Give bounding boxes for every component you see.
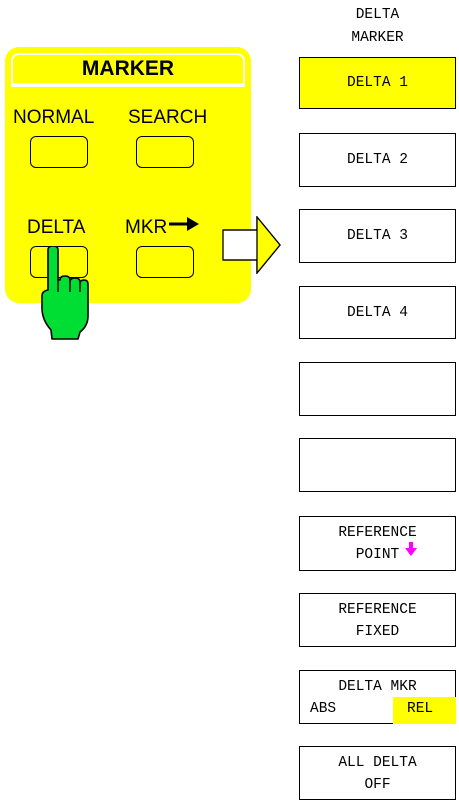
pressing-hand-icon [41,246,89,340]
mkr-arrow-key-label: MKR [125,216,200,239]
marker-panel-title-bar [11,53,245,85]
softkey-all-delta-off[interactable]: ALL DELTA OFF [299,746,456,800]
softkey-delta-4[interactable]: DELTA 4 [299,286,456,339]
mkr-arrow-key-label-text: MKR [125,217,168,238]
softkey-delta-mkr-line1: DELTA MKR [338,679,417,695]
softkey-delta-2-label: DELTA 2 [347,152,408,168]
softkey-menu-header: DELTA MARKER [299,4,456,50]
right-arrow-icon [169,216,200,231]
rel-highlight [393,697,456,724]
marker-panel-divider [11,85,245,87]
softkey-delta-mkr-rel: REL [407,701,434,717]
down-arrow-icon [405,542,418,557]
softkey-reference-fixed-line1: REFERENCE [338,602,417,618]
mkr-arrow-key[interactable] [136,246,194,278]
softkey-delta-3[interactable]: DELTA 3 [299,209,456,263]
softkey-delta-4-label: DELTA 4 [347,304,408,321]
softkey-menu-header-line1: DELTA [355,7,400,23]
normal-key-label: NORMAL [13,107,95,128]
softkey-delta-1[interactable]: DELTA 1 [299,57,456,109]
menu-transition-arrow-icon [222,216,281,274]
softkey-reference-point-line2-text: POINT [355,547,400,563]
softkey-reference-point[interactable]: REFERENCE POINT [299,516,456,571]
delta-key[interactable] [30,246,88,278]
softkey-delta-mkr-abs: ABS [310,701,337,717]
softkey-reference-fixed[interactable]: REFERENCE FIXED [299,593,456,647]
marker-panel-title: MARKER [81,57,175,80]
search-key[interactable] [136,136,194,168]
marker-panel: MARKER NORMAL SEARCH DELTA MKR [5,47,251,303]
softkey-delta-1-label: DELTA 1 [347,75,408,91]
search-key-label: SEARCH [128,107,208,128]
softkey-delta-2[interactable]: DELTA 2 [299,133,456,187]
softkey-reference-point-line1: REFERENCE [338,525,417,541]
delta-key-label: DELTA [27,217,86,238]
softkey-all-delta-off-line2: OFF [364,777,391,793]
softkey-all-delta-off-line1: ALL DELTA [338,755,417,771]
softkey-delta-3-label: DELTA 3 [347,228,408,244]
softkey-empty-1[interactable] [299,362,456,416]
softkey-delta-mkr-abs-rel[interactable]: DELTA MKR ABS REL [299,670,456,724]
softkey-empty-2[interactable] [299,438,456,492]
softkey-reference-fixed-line2: FIXED [355,624,400,640]
softkey-reference-point-line2: POINT [300,542,455,563]
normal-key[interactable] [30,136,88,168]
softkey-menu-header-line2: MARKER [351,30,404,46]
